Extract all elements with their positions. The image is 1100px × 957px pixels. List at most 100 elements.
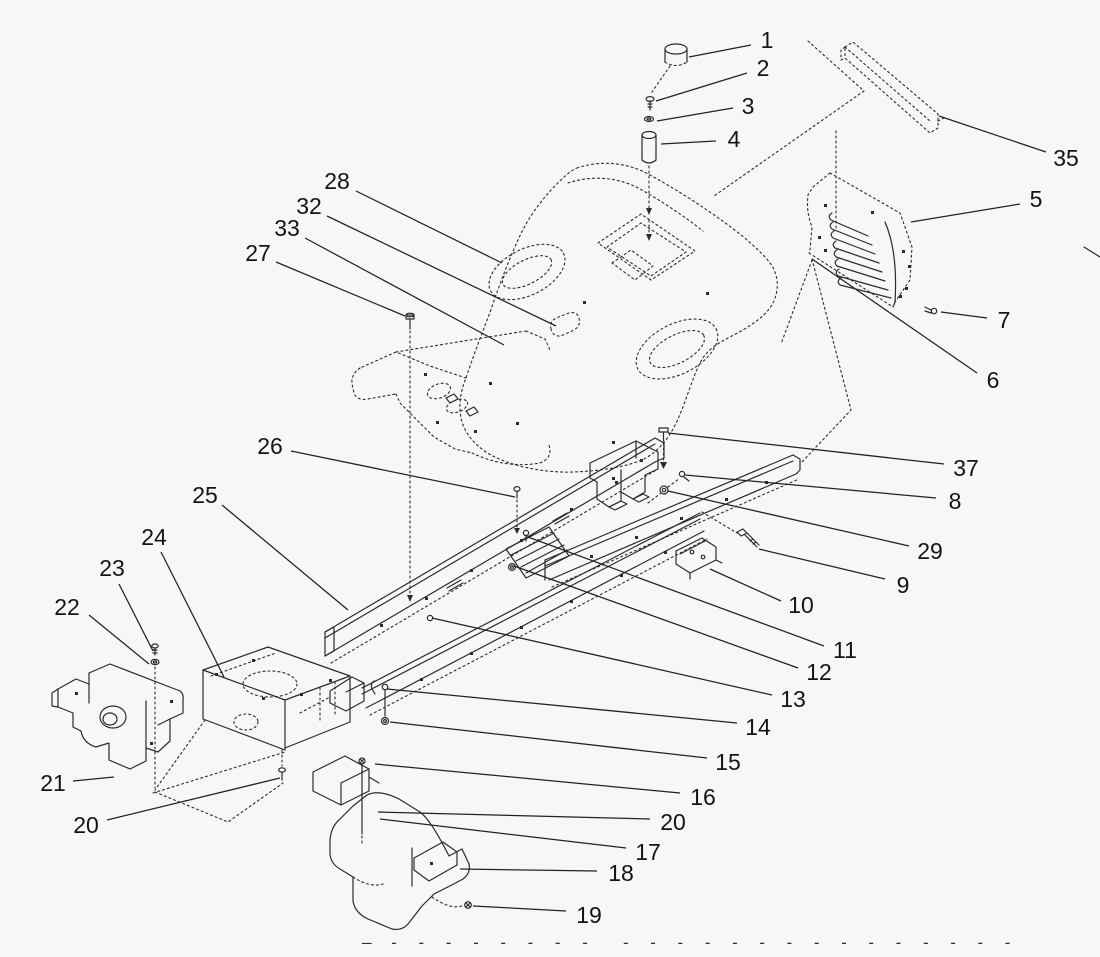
support-bracket (675, 537, 723, 580)
leader-line-10 (709, 568, 782, 602)
callout-21: 21 (40, 770, 115, 796)
callout-number-1: 1 (761, 27, 774, 53)
callout-7: 7 (940, 307, 1011, 333)
callout-3: 3 (656, 93, 755, 122)
callout-23: 23 (99, 555, 154, 652)
bolt-9 (701, 511, 760, 548)
callout-number-10: 10 (788, 592, 814, 618)
callout-19: 19 (472, 902, 602, 928)
callout-number-2: 2 (757, 55, 770, 81)
projection-lines (713, 40, 1100, 464)
callout-9: 9 (758, 548, 910, 598)
callout-number-8: 8 (949, 488, 962, 514)
bolt-20-under-box (278, 749, 287, 781)
leader-line-9 (758, 548, 886, 580)
left-bracket (51, 663, 184, 770)
callout-5: 5 (910, 186, 1043, 223)
leader-line-19 (472, 905, 567, 912)
screw-19 (464, 901, 472, 909)
body-fender-shell (351, 162, 778, 473)
leader-line-2 (655, 72, 748, 102)
louvered-panel (806, 172, 913, 308)
callout-number-11: 11 (833, 637, 857, 663)
callout-15: 15 (389, 721, 741, 775)
callout-17: 17 (379, 818, 661, 865)
leader-line-25 (221, 504, 349, 611)
bolt-2 (645, 95, 655, 111)
callout-number-20-right: 20 (660, 809, 686, 835)
callout-number-3: 3 (742, 93, 755, 119)
bolt-14-washer-15 (370, 680, 390, 726)
callout-28: 28 (324, 168, 503, 264)
washer-29 (647, 485, 669, 504)
leader-line-6 (811, 258, 978, 374)
fastener-13 (426, 614, 434, 622)
frame-rail-upper (324, 437, 665, 664)
callout-number-26: 26 (257, 433, 283, 459)
center-crossmember (505, 526, 570, 579)
callout-27: 27 (245, 240, 406, 317)
washer-3 (643, 115, 655, 123)
callout-number-5: 5 (1030, 186, 1043, 212)
frame-rail-front (299, 512, 708, 716)
callout-32: 32 (296, 193, 557, 327)
callout-number-24: 24 (141, 524, 167, 550)
callout-37: 37 (667, 432, 979, 481)
leader-line-27 (275, 261, 406, 317)
callout-number-4: 4 (728, 126, 741, 152)
callout-number-20-left: 20 (73, 812, 99, 838)
callout-number-15: 15 (715, 749, 741, 775)
callout-number-14: 14 (745, 714, 771, 740)
callout-12: 12 (513, 565, 832, 685)
callout-number-18: 18 (608, 860, 634, 886)
spacer-4 (641, 130, 657, 164)
callout-number-17: 17 (635, 839, 661, 865)
leader-line-20-right (377, 811, 651, 820)
callout-number-23: 23 (99, 555, 125, 581)
leader-line-4 (660, 140, 717, 145)
callout-14: 14 (386, 688, 771, 740)
leader-line-26 (290, 450, 516, 498)
leader-line-16 (374, 763, 681, 794)
callout-13: 13 (431, 617, 806, 712)
knob-1 (651, 43, 688, 93)
callout-11: 11 (527, 536, 857, 663)
leader-line-28 (355, 190, 503, 264)
fastener-8 (667, 470, 690, 488)
leader-line-13 (431, 617, 773, 696)
callout-33: 33 (274, 215, 505, 346)
callout-20-right: 20 (377, 809, 686, 835)
callout-number-19: 19 (576, 902, 602, 928)
callout-number-9: 9 (897, 572, 910, 598)
leader-line-29 (667, 490, 910, 547)
callout-number-21: 21 (40, 770, 66, 796)
screw-7 (924, 306, 938, 315)
callout-number-32: 32 (296, 193, 322, 219)
callout-2: 2 (655, 55, 770, 102)
leader-line-1 (688, 44, 752, 58)
callout-number-33: 33 (274, 215, 300, 241)
leader-line-15 (389, 721, 708, 759)
washer-12 (508, 562, 517, 571)
callout-number-7: 7 (998, 307, 1011, 333)
leader-line-11 (527, 536, 825, 647)
leader-line-23 (118, 583, 154, 652)
callout-20-left: 20 (73, 777, 281, 838)
callouts-layer: 1234355762832332726252423222120191817201… (40, 27, 1079, 928)
leader-line-20-left (106, 777, 281, 821)
leader-line-14 (386, 688, 738, 724)
leader-line-37 (667, 432, 945, 465)
leader-line-5 (910, 203, 1021, 223)
callout-number-16: 16 (690, 784, 716, 810)
leader-line-35 (938, 115, 1047, 153)
leader-line-3 (656, 107, 734, 122)
callout-16: 16 (374, 763, 716, 810)
callout-number-27: 27 (245, 240, 271, 266)
callout-number-25: 25 (192, 482, 218, 508)
bolt-23-washer-22 (150, 643, 160, 789)
callout-number-12: 12 (806, 659, 832, 685)
callout-8: 8 (684, 474, 962, 514)
callout-1: 1 (688, 27, 774, 58)
